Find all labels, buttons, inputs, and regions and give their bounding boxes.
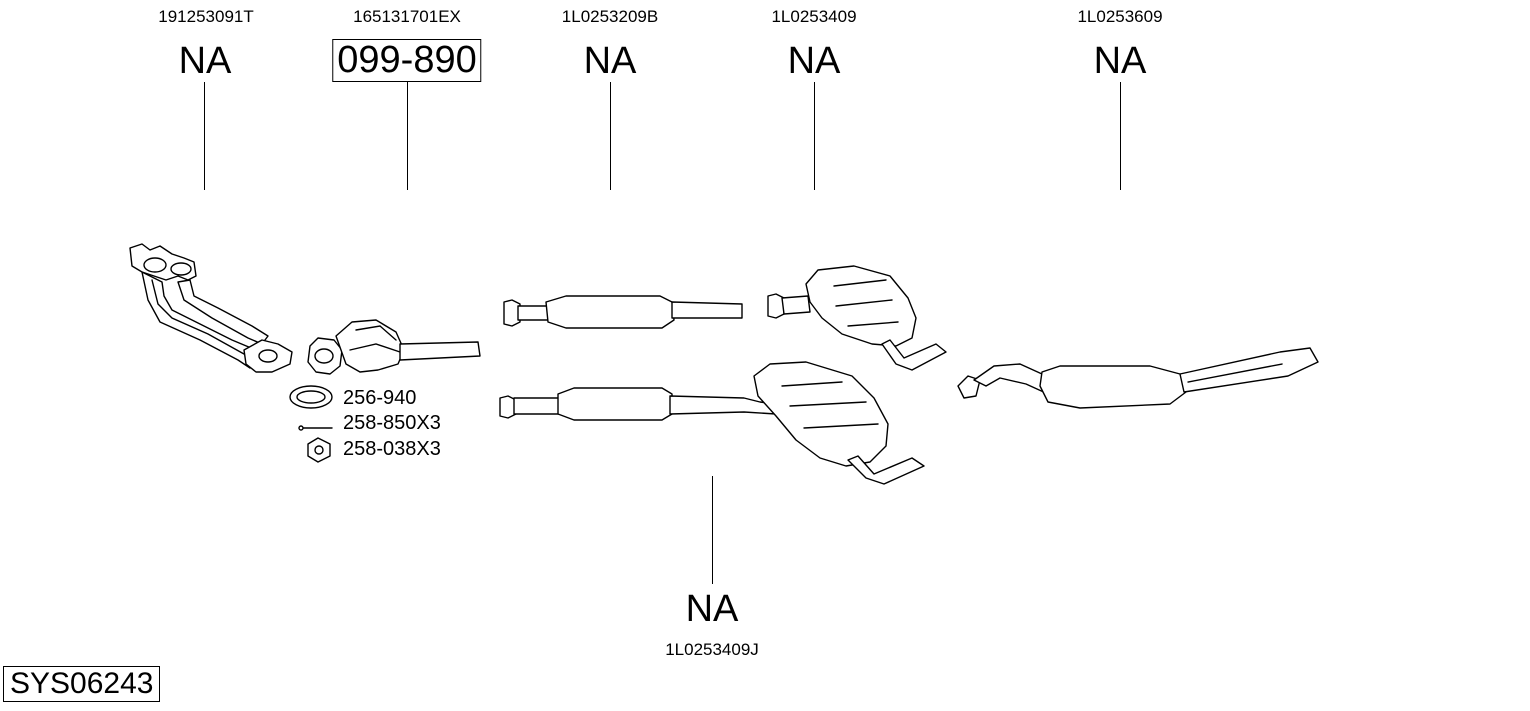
- oem-number-front-silencer: 1L0253209B: [561, 7, 659, 26]
- oem-number-front-pipe: 191253091T: [158, 7, 254, 26]
- rear-silencer-drawing: [957, 347, 1319, 409]
- leader-line-rear-silencer: [1120, 82, 1121, 190]
- part-code-front-silencer[interactable]: NA: [583, 40, 637, 82]
- accessory-bolt-label[interactable]: 258-850X3: [343, 412, 441, 434]
- leader-line-catalytic-converter: [407, 82, 408, 190]
- oem-number-catalytic-converter: 165131701EX: [353, 7, 461, 26]
- front-pipe-drawing: [129, 243, 293, 373]
- part-code-catalytic-converter[interactable]: 099-890: [332, 39, 482, 82]
- centre-pipe-drawing: [499, 361, 925, 485]
- part-code-centre-pipe[interactable]: NA: [685, 588, 739, 630]
- system-id-label: SYS06243: [3, 666, 161, 702]
- accessory-gasket-label[interactable]: 256-940: [343, 387, 417, 409]
- oem-number-centre-pipe: 1L0253409J: [665, 640, 759, 659]
- leader-line-front-pipe: [204, 82, 205, 190]
- accessory-drawings: [289, 385, 333, 463]
- accessory-nut-label[interactable]: 258-038X3: [343, 438, 441, 460]
- leader-line-front-silencer: [610, 82, 611, 190]
- leader-line-centre-silencer: [814, 82, 815, 190]
- leader-line-centre-pipe: [712, 476, 713, 584]
- oem-number-rear-silencer: 1L0253609: [1077, 7, 1163, 26]
- centre-silencer-drawing: [767, 265, 947, 371]
- front-silencer-drawing: [503, 295, 743, 329]
- oem-number-centre-silencer: 1L0253409: [771, 7, 857, 26]
- catalytic-converter-drawing: [307, 319, 481, 375]
- part-code-rear-silencer[interactable]: NA: [1093, 40, 1147, 82]
- part-code-front-pipe[interactable]: NA: [178, 40, 232, 82]
- part-code-centre-silencer[interactable]: NA: [787, 40, 841, 82]
